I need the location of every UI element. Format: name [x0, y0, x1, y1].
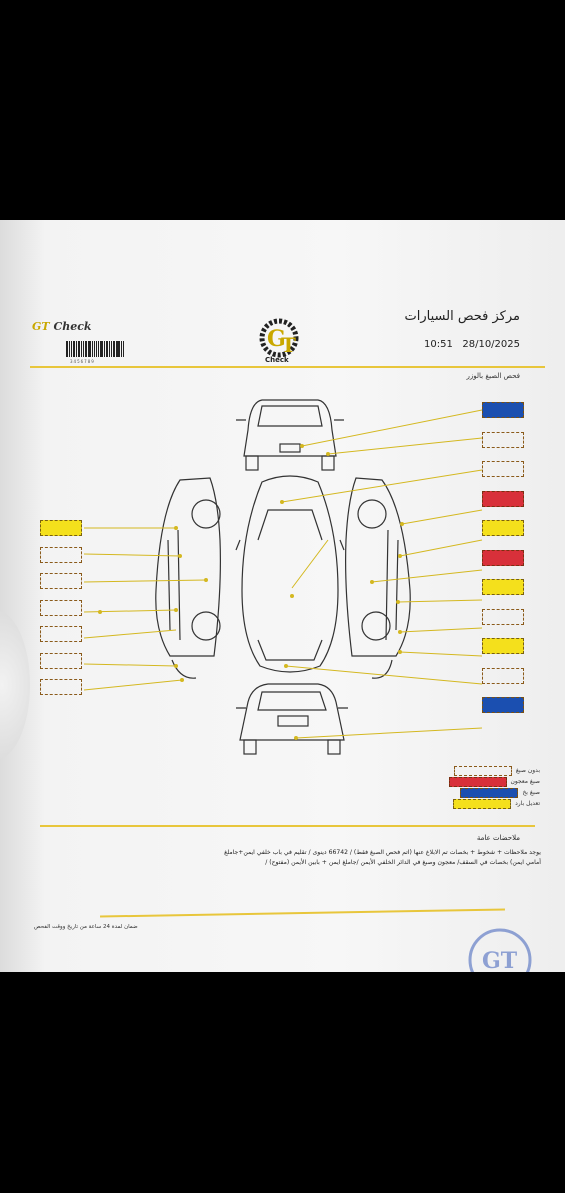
header-divider: [30, 366, 545, 368]
barcode-bar: [72, 341, 76, 357]
barcode-bar: [117, 341, 121, 357]
barcode-number: 3456789: [70, 359, 95, 364]
barcode-bar: [70, 341, 72, 357]
car-diagram: [0, 390, 565, 820]
legend-row: تعديل بارد: [390, 798, 540, 809]
stamp-seal: GT: [468, 928, 532, 972]
svg-text:T: T: [281, 333, 296, 357]
barcode-bar: [76, 341, 78, 357]
gt-check-logo: G T Check: [259, 318, 299, 364]
left-paint-box: [40, 652, 82, 669]
inspection-sheet: GT Check 3456789 G T Check مركز فحص السي…: [0, 220, 565, 972]
legend-row: صبغ بخ: [390, 787, 540, 798]
general-notes: يوجد ملاحظات + شخوط + بخصات تم الابلاغ ع…: [28, 848, 541, 868]
legend-swatch: [453, 798, 512, 809]
barcode-bar: [123, 341, 125, 357]
barcode-bar: [115, 341, 117, 357]
right-paint-box: [482, 608, 524, 625]
left-paint-box: [40, 599, 82, 616]
inspection-date: 28/10/2025: [462, 339, 520, 350]
legend-label: صبغ معجون: [510, 778, 541, 785]
section-title: فحص الصبغ بالوزر: [466, 372, 520, 380]
barcode-bar: [68, 341, 70, 357]
legend-label: بدون صبغ: [515, 767, 540, 774]
barcode-bar: [98, 341, 100, 357]
legend-row: صبغ معجون: [390, 776, 540, 787]
notes-line-2: أمامي ايمن) بخصات في السقف/ معجون وصبغ ف…: [265, 859, 541, 866]
legend-swatch: [460, 787, 519, 798]
barcode-bar: [100, 341, 104, 357]
barcode-bar: [83, 341, 85, 357]
svg-text:GT: GT: [482, 948, 518, 972]
right-paint-box: [482, 490, 524, 507]
barcode-bar: [81, 341, 83, 357]
barcode-bar: [78, 341, 81, 357]
barcode-bar: [110, 341, 112, 357]
right-paint-box: [482, 402, 524, 418]
car-outline-drawing: [83, 399, 483, 755]
center-name: مركز فحص السيارات: [404, 309, 520, 324]
barcode-bar: [95, 341, 98, 357]
legend-swatch: [448, 776, 507, 787]
right-paint-box: [482, 431, 524, 448]
right-paint-box: [482, 520, 524, 536]
paint-legend: بدون صبغ صبغ معجون صبغ بخ تعديل بارد: [390, 765, 540, 809]
barcode-bar: [105, 341, 108, 357]
barcode-bar: [66, 341, 68, 357]
inspection-time: 10:51: [423, 339, 453, 350]
barcode-bar: [85, 341, 87, 357]
barcode-bar: [93, 341, 95, 357]
brand-text: GT Check: [32, 320, 92, 333]
legend-label: تعديل بارد: [515, 800, 540, 807]
right-paint-box: [482, 461, 524, 477]
left-paint-box: [40, 546, 82, 563]
left-paint-box: [40, 520, 82, 536]
right-paint-box: [482, 638, 524, 654]
barcode-bar: [91, 341, 93, 357]
left-paint-box: [40, 679, 82, 695]
right-paint-box: [482, 667, 524, 684]
notes-line-1: يوجد ملاحظات + شخوط + بخصات تم الابلاغ ع…: [224, 849, 541, 856]
legend-row: بدون صبغ: [390, 765, 540, 776]
barcode-bar: [121, 341, 123, 357]
barcode-bar: [108, 341, 110, 357]
footer-divider: [100, 908, 505, 918]
legend-label: صبغ بخ: [522, 789, 540, 796]
left-paint-box: [40, 626, 82, 642]
barcode: [66, 341, 125, 357]
legend-swatch: [453, 765, 512, 776]
right-paint-box: [482, 579, 524, 595]
notes-divider: [40, 825, 535, 827]
left-paint-box: [40, 573, 82, 589]
barcode-bar: [104, 341, 105, 357]
svg-text:G: G: [267, 326, 286, 352]
svg-text:Check: Check: [265, 356, 289, 364]
inspection-datetime: 10:51 28/10/2025: [424, 339, 520, 350]
right-paint-box: [482, 697, 524, 713]
guarantee-text: ضمان لمدة 24 ساعة من تاريخ ووقت الفحص: [34, 924, 138, 930]
barcode-bar: [87, 341, 91, 357]
barcode-bar: [112, 341, 115, 357]
notes-title: ملاحضات عامة: [476, 834, 520, 842]
right-paint-box: [482, 549, 524, 566]
